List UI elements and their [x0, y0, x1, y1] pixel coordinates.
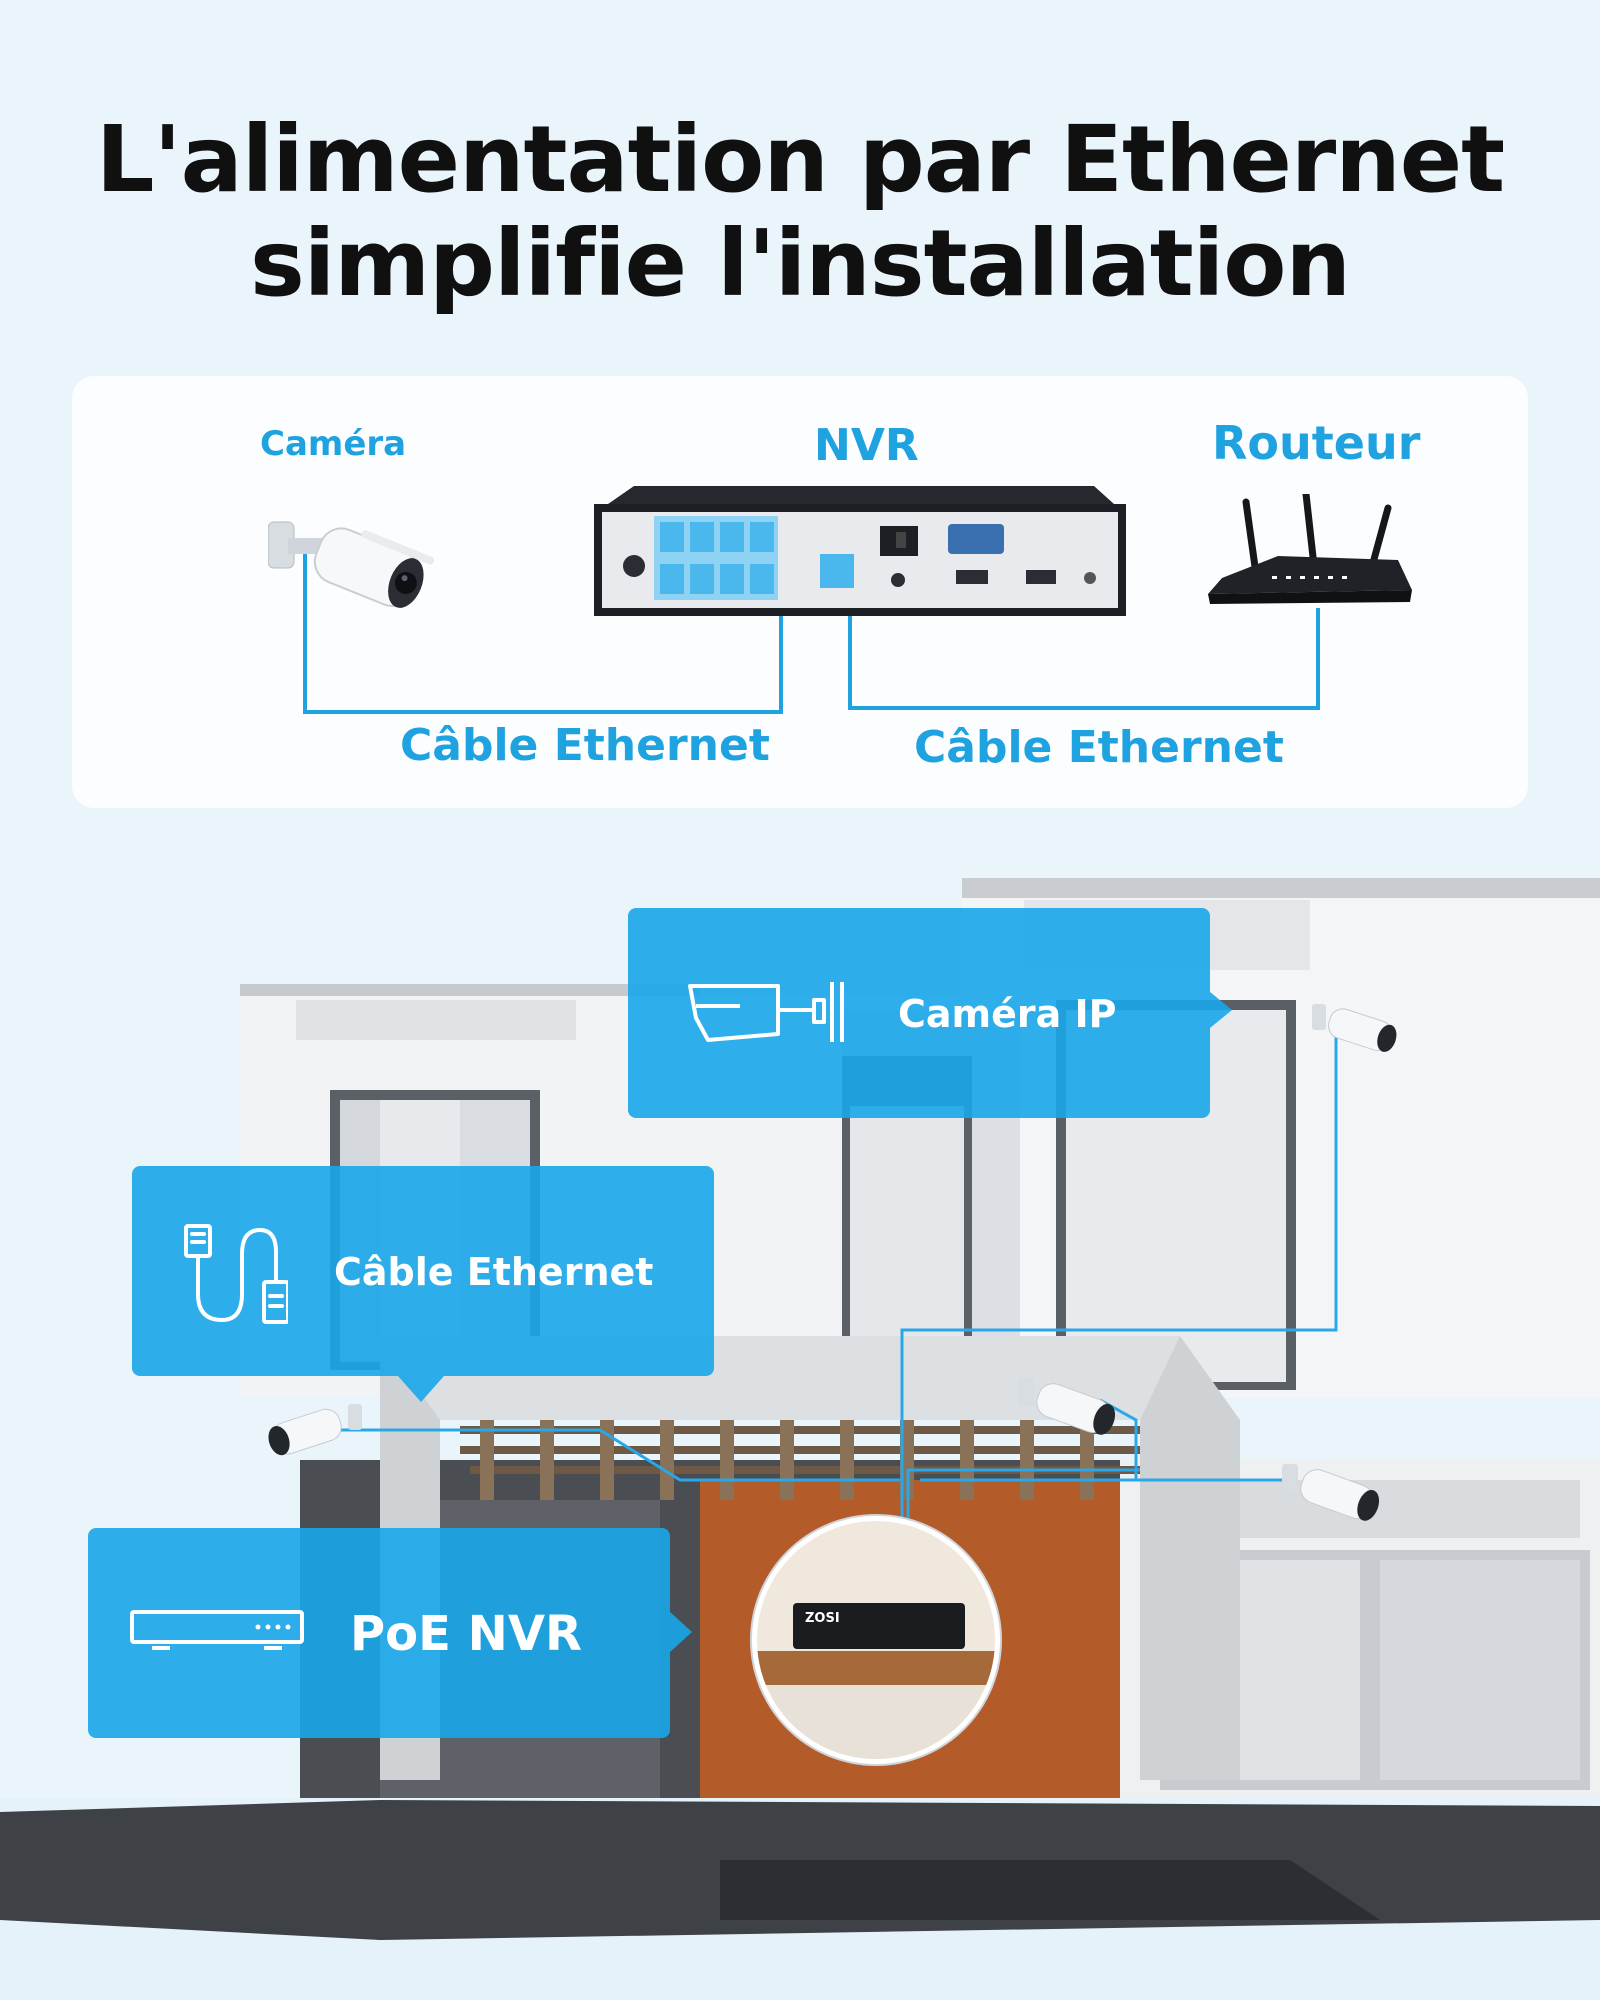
callout-poe-nvr: PoE NVR — [88, 1528, 670, 1738]
callout-poe-nvr-pointer — [670, 1612, 692, 1652]
ethernet-cable-icon — [184, 1224, 288, 1324]
bullet-camera-icon — [688, 982, 844, 1042]
cable-label-nvr-router: Câble Ethernet — [914, 722, 1284, 773]
wall-camera-1 — [1312, 1004, 1397, 1052]
wall-camera-2 — [1018, 1378, 1116, 1435]
callout-poe-nvr-text: PoE NVR — [350, 1606, 582, 1662]
house-scene: ZOSI Caméra IP — [0, 860, 1600, 2000]
nvr-to-router-line — [848, 596, 1320, 710]
connection-diagram-card: Caméra NVR Routeur — [72, 376, 1528, 808]
camera-to-nvr-line — [303, 552, 783, 714]
nvr-inset: ZOSI — [752, 1516, 1000, 1764]
bullet-camera-icon — [268, 521, 435, 608]
page-title-line-1: L'alimentation par Ethernet — [95, 106, 1505, 213]
nvr-inset-brand: ZOSI — [805, 1611, 840, 1626]
nvr-inset-device: ZOSI — [793, 1603, 965, 1649]
callout-ip-camera-text: Caméra IP — [898, 992, 1117, 1036]
camera-node-label: Caméra — [260, 424, 407, 464]
page-title: L'alimentation par Ethernet simplifie l'… — [0, 108, 1600, 316]
callout-ethernet-cable-text: Câble Ethernet — [334, 1250, 654, 1294]
callout-ethernet-cable-pointer — [398, 1376, 444, 1402]
wall-camera-3 — [1282, 1464, 1380, 1521]
router-node-label: Routeur — [1212, 416, 1421, 470]
cable-label-camera-nvr: Câble Ethernet — [400, 720, 770, 771]
nvr-device-icon — [130, 1610, 304, 1650]
callout-ip-camera-pointer — [1210, 992, 1232, 1028]
callout-ethernet-cable: Câble Ethernet — [132, 1166, 714, 1376]
nvr-node-label: NVR — [814, 420, 919, 471]
connection-lines — [303, 552, 1320, 714]
nvr-rear-panel-icon — [594, 486, 1126, 616]
wall-camera-4 — [268, 1404, 362, 1456]
callout-ip-camera: Caméra IP — [628, 908, 1210, 1118]
router-icon — [1208, 494, 1412, 604]
page-title-line-2: simplifie l'installation — [250, 210, 1351, 317]
